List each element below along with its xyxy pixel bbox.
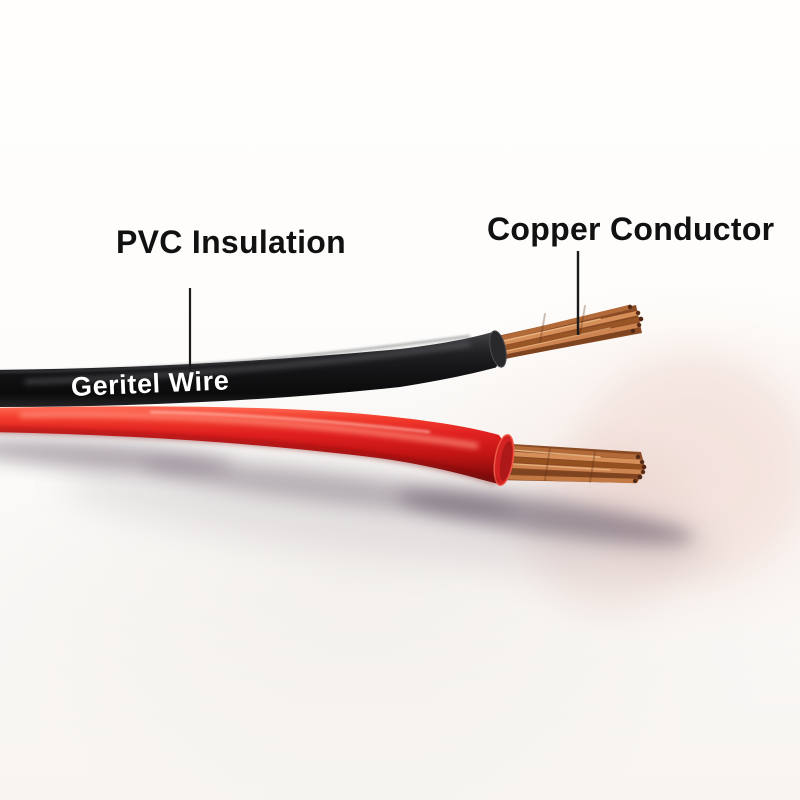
black-wire (0, 330, 507, 407)
brand-text: Geritel Wire (70, 365, 230, 402)
wire-shadow (0, 439, 719, 570)
black-cut-cap (489, 330, 507, 368)
red-wire-copper-strands (495, 443, 647, 484)
strand-cut-tips (632, 454, 647, 484)
ambient-tint (525, 353, 800, 610)
label-copper-conductor: Copper Conductor (487, 211, 775, 247)
label-pvc-insulation: PVC Insulation (116, 224, 346, 260)
red-highlight (19, 411, 479, 449)
black-highlight (24, 341, 471, 385)
black-wire-copper-strands (491, 304, 644, 362)
strand-cut-tips (627, 304, 644, 334)
red-wire (0, 406, 515, 486)
